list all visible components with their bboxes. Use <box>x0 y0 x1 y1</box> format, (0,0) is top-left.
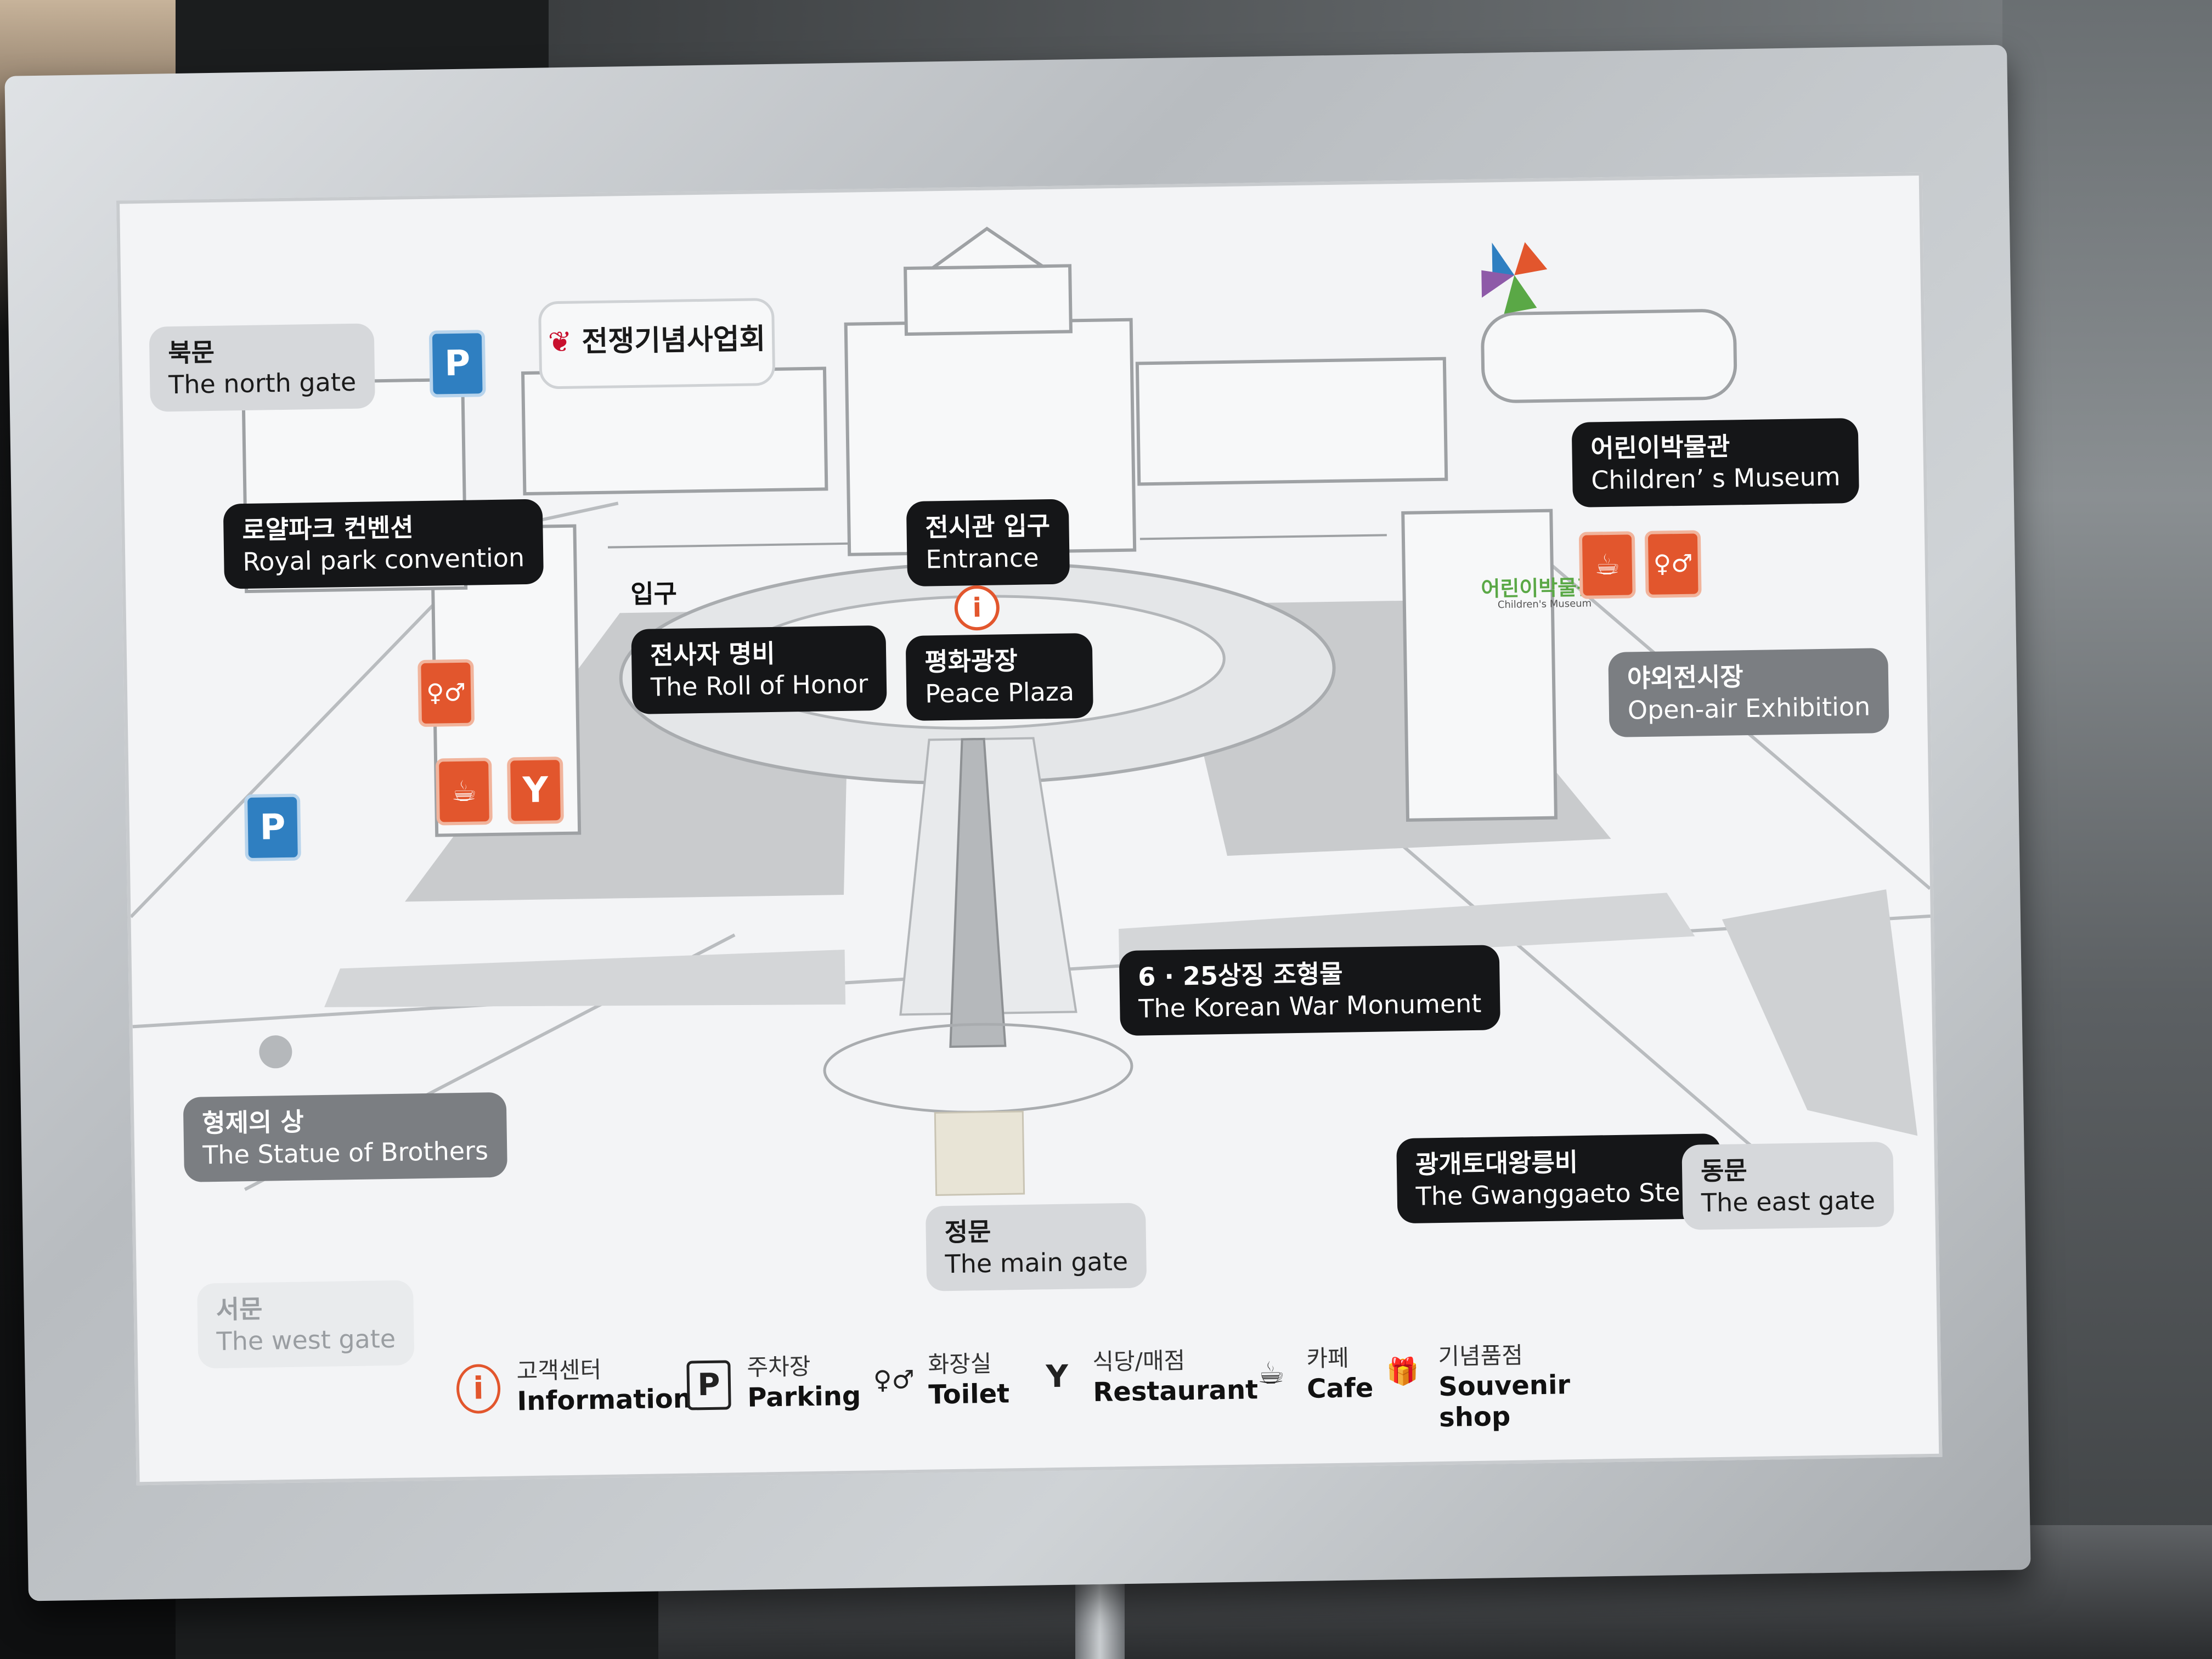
parking-icon-north: P <box>428 330 486 398</box>
colonnade-east <box>1139 534 1387 540</box>
sign-frame: ❦ 전쟁기념사업회 북문 The north gate 로얄파크 컨벤션 Roy… <box>4 44 2031 1601</box>
map-legend: i 고객센터 Information P 주차장 Parking ♀♂ 화장실 … <box>456 1314 1939 1447</box>
label-entrance: 전시관 입구 Entrance <box>906 499 1070 587</box>
childrens-museum-pinwheel-icon <box>1481 242 1548 314</box>
label-peace-plaza: 평화광장 Peace Plaza <box>905 633 1093 721</box>
korean-war-monument-tower <box>949 737 1007 1048</box>
label-ipgu: 입구 <box>630 578 678 610</box>
monument-plaque <box>934 1110 1025 1196</box>
toilet-icon-west: ♀♂ <box>417 659 475 727</box>
organization-logo-icon: ❦ <box>548 325 572 359</box>
label-open-air-exhibition: 야외전시장 Open-air Exhibition <box>1608 648 1889 738</box>
toilet-icon: ♀♂ <box>873 1364 915 1395</box>
label-north-gate: 북문 The north gate <box>149 323 375 412</box>
childrens-museum-logo-subtext: Children's Museum <box>1497 597 1592 611</box>
souvenir-icon: 🎁 <box>1386 1356 1420 1387</box>
background-glass-wall <box>2002 0 2212 1659</box>
childrens-museum-building <box>1481 309 1737 403</box>
label-east-gate: 동문 The east gate <box>1681 1142 1894 1231</box>
parking-icon-west: P <box>244 793 301 862</box>
museum-east-corridor <box>1401 509 1558 822</box>
label-roll-of-honor: 전사자 명비 The Roll of Honor <box>631 625 888 715</box>
label-royal-park-convention: 로얄파크 컨벤션 Royal park convention <box>223 499 544 589</box>
parking-icon: P <box>686 1360 731 1410</box>
lawn-south-left <box>324 949 846 1007</box>
label-main-gate: 정문 The main gate <box>925 1203 1147 1291</box>
lawn-east-corner <box>1722 889 1918 1136</box>
label-statue-of-brothers: 형제의 상 The Statue of Brothers <box>183 1092 507 1182</box>
label-west-gate: 서문 The west gate <box>197 1280 415 1369</box>
cafe-icon-east: ☕ <box>1578 531 1636 599</box>
colonnade-west <box>607 542 849 549</box>
statue-of-brothers-figure <box>259 1035 292 1069</box>
museum-dome-base <box>904 264 1073 336</box>
label-childrens-museum: 어린이박물관 Children’ s Museum <box>1571 417 1860 508</box>
organization-name: ❦ 전쟁기념사업회 <box>538 297 776 390</box>
museum-dome <box>927 227 1048 270</box>
restaurant-icon-west: Y <box>507 757 564 825</box>
restaurant-icon: Y <box>1046 1358 1069 1395</box>
cafe-icon: ☕ <box>1257 1355 1285 1392</box>
museum-east-wing <box>1135 357 1448 486</box>
label-gwanggaeto-stele: 광개토대왕릉비 The Gwanggaeto Stele <box>1396 1133 1722 1224</box>
map-sheet: ❦ 전쟁기념사업회 북문 The north gate 로얄파크 컨벤션 Roy… <box>116 172 1943 1486</box>
cafe-icon-west: ☕ <box>436 758 493 826</box>
info-icon: i <box>456 1363 501 1414</box>
toilet-icon-east: ♀♂ <box>1644 530 1702 598</box>
label-korean-war-monument: 6 · 25상징 조형물 The Korean War Monument <box>1119 945 1501 1036</box>
